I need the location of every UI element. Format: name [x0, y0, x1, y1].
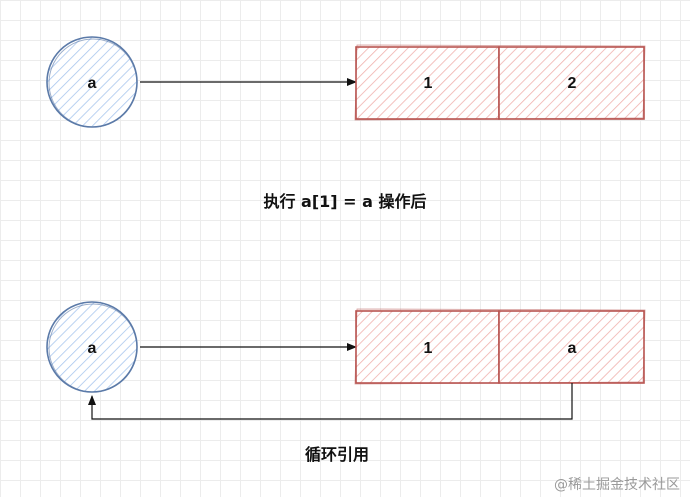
- bottom-cell-0-label: 1: [424, 340, 433, 357]
- watermark: @稀土掘金技术社区: [554, 477, 680, 493]
- bottom-cell-1-label: a: [568, 340, 577, 357]
- top-cell-0: [355, 46, 500, 120]
- top-circle-sketch: [48, 38, 138, 128]
- bottom-circle-node: a: [46, 301, 138, 393]
- top-array: 1 2: [354, 44, 646, 121]
- bottom-group: a 1 a: [46, 301, 646, 420]
- bottom-array: 1 a: [354, 308, 646, 385]
- top-circle-node: a: [46, 36, 138, 128]
- top-cell-1: [498, 46, 645, 120]
- top-array-sketch: [354, 44, 646, 121]
- circular-reference-caption: 循环引用: [305, 445, 369, 464]
- top-group: a 1 2: [46, 36, 646, 128]
- bottom-array-sketch: [354, 308, 646, 385]
- bottom-circle-label: a: [88, 340, 97, 357]
- bottom-cell-0: [355, 310, 500, 384]
- top-cell-1-label: 2: [568, 75, 577, 92]
- top-circle-label: a: [88, 75, 97, 92]
- operation-caption: 执行 a[1] = a 操作后: [263, 192, 426, 211]
- circular-reference-arrow: [88, 383, 573, 420]
- top-cell-0-label: 1: [424, 75, 433, 92]
- bottom-circle-sketch: [48, 303, 138, 393]
